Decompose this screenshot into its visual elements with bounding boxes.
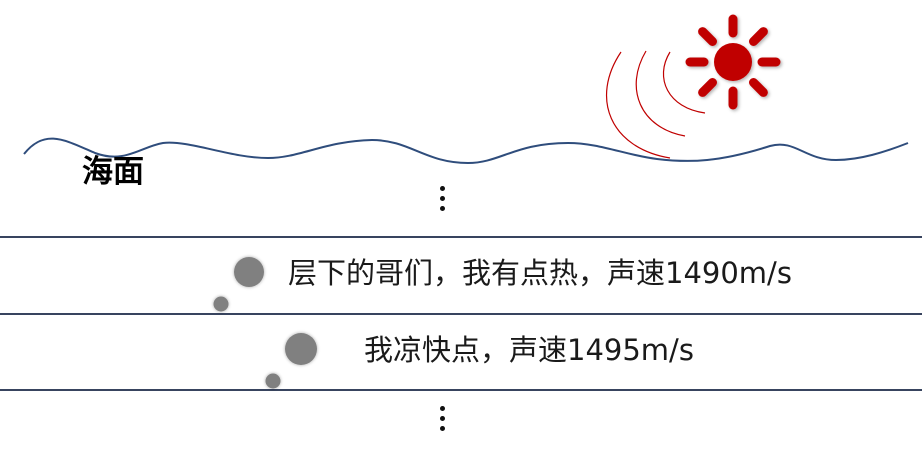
bubble-icon [285,333,317,365]
sun-core [714,43,752,81]
bubble-icon-group [213,257,317,389]
sun-icon [685,14,781,110]
sun-rays [685,14,781,110]
upper-layer-text: 层下的哥们，我有点热，声速1490m/s [288,256,792,290]
bubble-icon [213,296,229,312]
sea-surface-wave [23,137,909,165]
heat-arc-outer [606,51,671,159]
sea-surface-label: 海面 [82,154,144,190]
heat-wave-icon [606,50,706,159]
vertical-ellipsis-icon [437,406,447,436]
bubble-icon [234,257,264,287]
heat-arc-inner [662,51,706,114]
vertical-ellipsis-icon [437,186,447,216]
lower-layer-text: 我凉快点，声速1495m/s [364,333,694,367]
bubble-icon [265,373,281,389]
heat-arc-middle [635,50,686,137]
